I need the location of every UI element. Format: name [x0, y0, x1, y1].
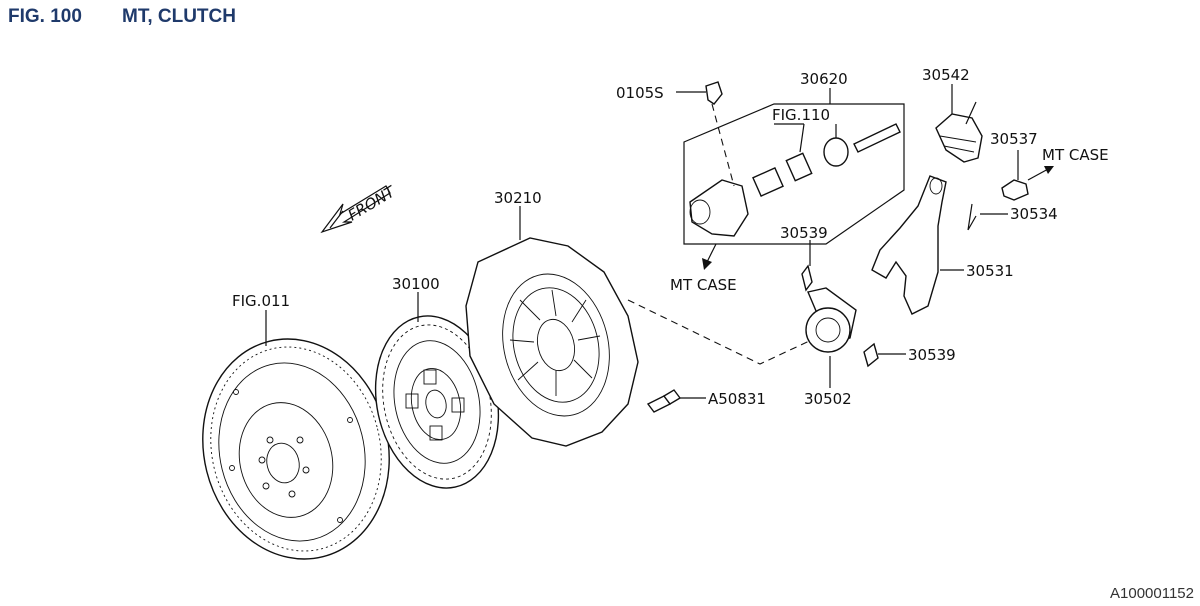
release-bearing-label: 30502: [804, 390, 852, 408]
spring-clip-part[interactable]: [967, 203, 977, 231]
slave-bolt-label: 0105S: [616, 84, 664, 102]
slave-bolt-part[interactable]: [705, 81, 723, 105]
slave-cylinder-part[interactable]: [683, 103, 905, 245]
release-fork-part[interactable]: [871, 175, 947, 315]
clutch-disc-label: 30100: [392, 275, 440, 293]
pivot-label: 30537: [990, 130, 1038, 148]
cover-bolt-part[interactable]: [646, 389, 682, 413]
flywheel-label: FIG.011: [232, 292, 290, 310]
pivot-part[interactable]: [1001, 179, 1029, 201]
clip-upper-part[interactable]: [801, 264, 813, 292]
clip-lower-label: 30539: [908, 346, 956, 364]
figure-title: MT, CLUTCH: [122, 6, 236, 27]
diagram-code: A100001152: [1110, 585, 1194, 602]
cover-bolt-label: A50831: [708, 390, 766, 408]
slave-ref-label: FIG.110: [772, 106, 830, 124]
release-bearing-part[interactable]: [805, 287, 857, 353]
fork-boot-label: 30542: [922, 66, 970, 84]
flywheel-part[interactable]: [180, 319, 412, 579]
figure-number: FIG. 100: [8, 6, 82, 27]
clip-upper-label: 30539: [780, 224, 828, 242]
arrow-to-mt-case-upper-icon: [1027, 166, 1054, 181]
front-arrow-icon: [320, 185, 391, 234]
arrow-to-mt-case-lower-icon: [702, 243, 717, 270]
clutch-cover-part[interactable]: [465, 237, 639, 447]
slave-cylinder-label: 30620: [800, 70, 848, 88]
clip-lower-part[interactable]: [863, 342, 879, 368]
pivot-target-label: MT CASE: [1042, 146, 1109, 164]
slave-target-label: MT CASE: [670, 276, 737, 294]
release-fork-label: 30531: [966, 262, 1014, 280]
spring-clip-label: 30534: [1010, 205, 1058, 223]
fork-boot-part[interactable]: [935, 113, 983, 163]
clutch-cover-label: 30210: [494, 189, 542, 207]
front-label: FRONT: [345, 182, 400, 225]
